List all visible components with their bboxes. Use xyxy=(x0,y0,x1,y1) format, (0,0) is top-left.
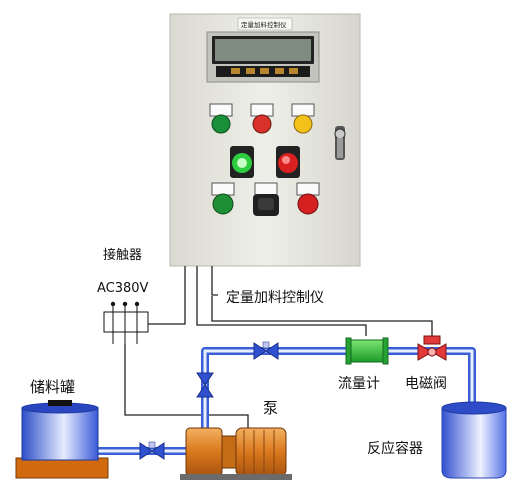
reactor-vessel xyxy=(441,401,507,479)
contactor xyxy=(103,301,149,344)
reactor-label: 反应容器 xyxy=(367,441,423,457)
key-switch[interactable] xyxy=(334,126,346,160)
flowmeter-label: 流量计 xyxy=(338,376,380,392)
storage-tank xyxy=(15,400,109,479)
push-button-red[interactable] xyxy=(296,182,320,215)
control-wires xyxy=(124,266,433,428)
controller-label: 定量加料控制仪 xyxy=(226,290,324,306)
storage-tank-label: 储料罐 xyxy=(30,378,76,396)
manual-valve-inlet xyxy=(139,441,165,460)
run-button-lit[interactable] xyxy=(230,146,254,178)
solenoid-valve xyxy=(417,335,447,361)
stop-button-lit[interactable] xyxy=(276,146,300,178)
manual-valve-riser xyxy=(196,372,214,398)
indicator-light-red xyxy=(250,103,274,134)
solenoid-valve-label: 电磁阀 xyxy=(405,376,447,392)
controller-display xyxy=(206,31,320,83)
indicator-light-green xyxy=(209,103,233,134)
manual-valve-outlet xyxy=(253,341,279,360)
indicator-light-yellow xyxy=(291,103,315,134)
nameplate xyxy=(237,17,293,31)
push-button-green[interactable] xyxy=(211,182,235,215)
voltage-label: AC380V xyxy=(97,281,149,296)
wire-pump-power xyxy=(124,344,249,428)
flowmeter xyxy=(345,337,389,365)
control-cabinet xyxy=(169,13,361,267)
wire-valve-control xyxy=(211,296,433,338)
contactor-label: 接触器 xyxy=(103,248,143,263)
nameplate-text: 定量加料控制仪 xyxy=(241,21,287,29)
push-button-black[interactable] xyxy=(253,182,279,216)
wire-contactor-control xyxy=(148,266,186,325)
pump-label: 泵 xyxy=(263,399,279,417)
wire-label-pointer xyxy=(211,266,218,296)
pump-motor xyxy=(180,427,292,480)
wire-flowmeter-signal xyxy=(196,266,367,336)
